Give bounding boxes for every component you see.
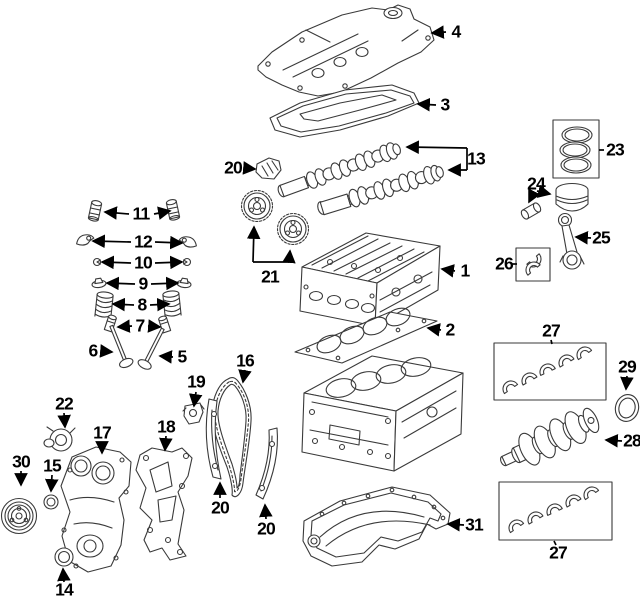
callout-piston-rings: 23	[606, 139, 625, 160]
callout-front-crank-seal: 14	[55, 579, 74, 598]
part-valve-cover	[257, 4, 435, 97]
callout-lash-adjusters: 11	[132, 203, 151, 224]
part-vvt-sprockets	[240, 189, 310, 246]
callout-left-chain-guide: 20	[211, 497, 230, 518]
callout-piston-and-pin: 24	[527, 173, 546, 194]
part-upper-chain-bracket	[255, 157, 282, 180]
callout-rocker-arms: 12	[134, 231, 153, 252]
callout-rod-bearings: 26	[495, 253, 514, 274]
callout-timing-chain: 16	[236, 350, 255, 371]
part-cylinder-head	[299, 232, 441, 327]
callout-camshafts: 13	[467, 148, 486, 169]
part-connecting-rod	[557, 212, 585, 270]
callout-chain-case-plate: 18	[157, 416, 176, 437]
part-timing-chain	[211, 377, 252, 498]
callout-valve-cover-gasket: 3	[440, 94, 451, 115]
callout-valve-cover: 4	[451, 21, 462, 42]
callout-water-pump: 22	[55, 393, 74, 414]
callout-main-bearings-lower: 27	[549, 542, 568, 563]
part-left-chain-guide	[205, 398, 222, 480]
part-crankshaft	[500, 407, 600, 467]
callout-intake-valve: 6	[88, 340, 99, 361]
part-water-pump	[43, 426, 76, 452]
part-chain-case-plate	[135, 447, 193, 561]
part-right-chain-guide	[255, 427, 278, 500]
callout-crankshaft: 28	[623, 430, 640, 451]
part-crank-pulley	[0, 497, 38, 535]
callout-connecting-rod: 25	[592, 227, 611, 248]
callout-oil-pan: 31	[465, 514, 484, 535]
callout-spring-retainers: 9	[138, 273, 149, 294]
part-engine-block	[301, 355, 464, 472]
part-main-bearings-upper	[493, 342, 607, 401]
callout-stem-seals: 7	[135, 315, 146, 336]
part-valve-cover-gasket	[269, 84, 420, 138]
part-front-cover	[60, 446, 132, 573]
callout-front-cover: 17	[93, 422, 112, 443]
part-oil-pan	[302, 486, 451, 567]
part-camshaft-intake	[277, 142, 401, 198]
callout-cylinder-head: 1	[460, 260, 471, 281]
part-chain-tensioner	[182, 402, 205, 425]
callout-valve-keepers: 10	[134, 252, 153, 273]
callout-valve-springs: 8	[137, 294, 148, 315]
part-rod-bearings	[515, 247, 551, 282]
part-front-crank-seal	[54, 547, 74, 567]
callout-upper-chain-bracket: 20	[224, 157, 243, 178]
callout-main-bearings-upper: 27	[542, 320, 561, 341]
part-front-seal	[43, 494, 59, 510]
callout-rear-main-seal: 29	[618, 356, 637, 377]
callout-right-chain-guide: 20	[257, 518, 276, 539]
callout-cam-sprockets: 21	[261, 266, 280, 287]
callout-front-seal: 15	[43, 455, 62, 476]
callout-crank-pulley: 30	[12, 451, 31, 472]
part-piston-pin	[520, 202, 542, 220]
part-piston	[555, 182, 589, 212]
part-camshaft-exhaust	[317, 164, 444, 216]
part-head-gasket	[294, 307, 438, 364]
part-main-bearings-lower	[498, 481, 613, 541]
part-rear-main-seal	[614, 394, 640, 422]
callout-exhaust-valve: 5	[177, 346, 188, 367]
part-piston-rings	[552, 119, 600, 179]
callout-arrows	[14, 25, 634, 583]
callout-chain-tensioner: 19	[187, 371, 206, 392]
callout-head-gasket: 2	[445, 319, 456, 340]
